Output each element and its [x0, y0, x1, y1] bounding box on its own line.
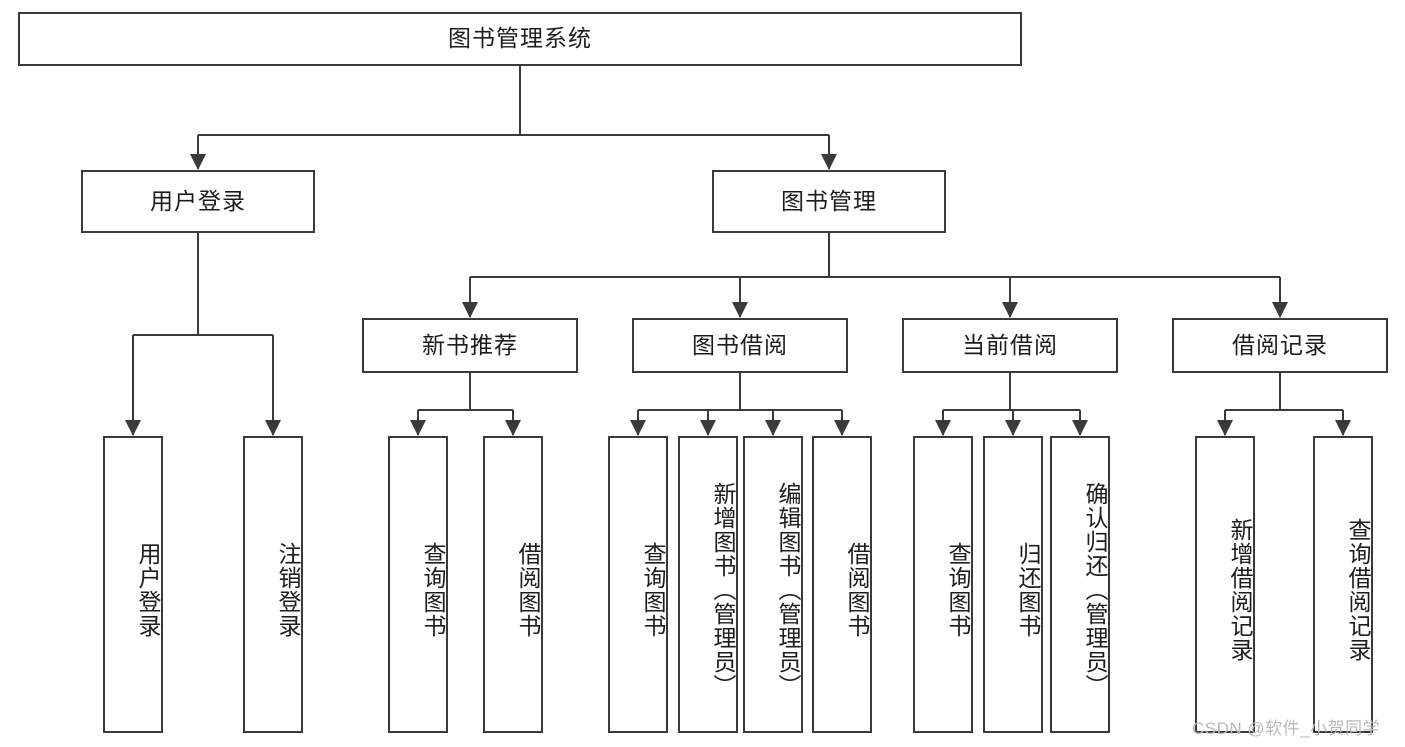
node-label: 新书推荐 [422, 331, 518, 358]
node-l2_1[interactable]: 图书管理 [712, 170, 946, 233]
node-label: 借阅图书 [515, 541, 541, 638]
node-leaf_2[interactable]: 查询图书 [388, 436, 448, 733]
node-leaf_1[interactable]: 注销登录 [243, 436, 303, 733]
node-l3_2[interactable]: 当前借阅 [902, 318, 1118, 373]
node-label: 查询图书 [945, 541, 971, 638]
node-label: 图书借阅 [692, 331, 788, 358]
node-leaf_12[interactable]: 查询借阅记录 [1313, 436, 1373, 733]
node-label: 图书管理 [781, 187, 877, 214]
node-l2_0[interactable]: 用户登录 [81, 170, 315, 233]
node-label: 查询图书 [420, 541, 446, 638]
node-leaf_5[interactable]: 新增图书（管理员） [678, 436, 738, 733]
node-label: 借阅记录 [1232, 331, 1328, 358]
node-leaf_4[interactable]: 查询图书 [608, 436, 668, 733]
node-label: 编辑图书（管理员） [775, 481, 801, 698]
node-label: 用户登录 [150, 187, 246, 214]
node-root[interactable]: 图书管理系统 [18, 12, 1022, 66]
node-l3_3[interactable]: 借阅记录 [1172, 318, 1388, 373]
node-leaf_3[interactable]: 借阅图书 [483, 436, 543, 733]
node-label: 图书管理系统 [448, 25, 592, 52]
node-l3_1[interactable]: 图书借阅 [632, 318, 848, 373]
node-leaf_0[interactable]: 用户登录 [103, 436, 163, 733]
node-leaf_10[interactable]: 确认归还（管理员） [1050, 436, 1110, 733]
node-label: 借阅图书 [844, 541, 870, 638]
node-label: 查询图书 [640, 541, 666, 638]
node-leaf_8[interactable]: 查询图书 [913, 436, 973, 733]
node-leaf_9[interactable]: 归还图书 [983, 436, 1043, 733]
node-label: 归还图书 [1015, 541, 1041, 638]
node-label: 当前借阅 [962, 331, 1058, 358]
watermark-text: CSDN @软件_小贺同学 [1192, 719, 1381, 738]
node-label: 确认归还（管理员） [1082, 481, 1108, 698]
node-label: 新增图书（管理员） [710, 481, 736, 698]
node-leaf_7[interactable]: 借阅图书 [812, 436, 872, 733]
node-l3_0[interactable]: 新书推荐 [362, 318, 578, 373]
node-leaf_11[interactable]: 新增借阅记录 [1195, 436, 1255, 733]
node-leaf_6[interactable]: 编辑图书（管理员） [743, 436, 803, 733]
node-label: 新增借阅记录 [1227, 517, 1253, 662]
node-label: 用户登录 [135, 541, 161, 638]
node-label: 查询借阅记录 [1345, 517, 1371, 662]
node-label: 注销登录 [275, 541, 301, 638]
